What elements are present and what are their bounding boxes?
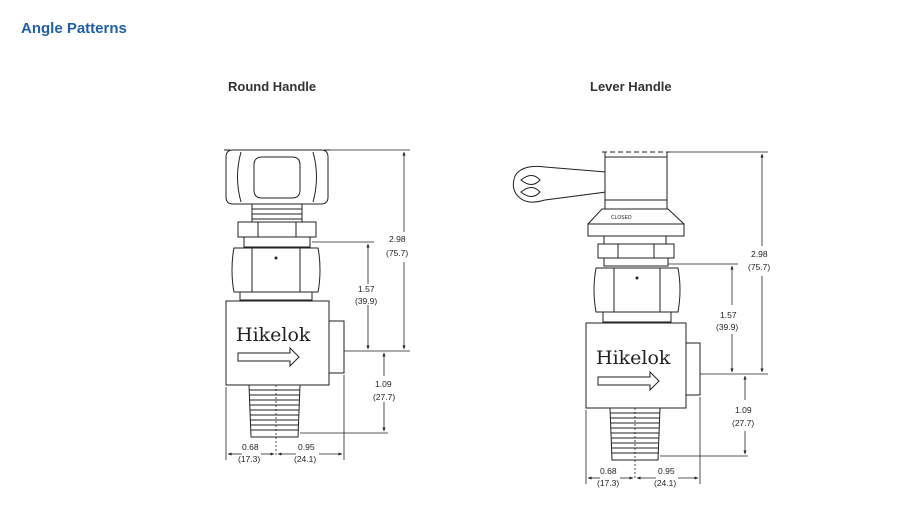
lever-left-in: 0.68 [600,466,617,476]
round-brand-logo: Hikelok [236,324,311,346]
round-port-mm: (27.7) [373,392,395,402]
lever-bonnet-hex [593,267,681,323]
lever-brand-logo: Hikelok [596,347,671,369]
bonnet-hex [231,247,321,301]
round-handle-valve [224,149,345,455]
round-dimension-lines [225,149,410,460]
lever-right-mm: (24.1) [654,478,676,488]
round-stem-in: 1.57 [358,284,375,294]
stem-threads [251,203,303,223]
lever-head [602,151,670,210]
page-title: Angle Patterns [21,20,127,37]
round-left-in: 0.68 [242,442,259,452]
lever-valve-body [585,322,701,409]
lever-arm [512,165,607,203]
lever-stem-in: 1.57 [720,310,737,320]
round-height-mm: (75.7) [386,248,408,258]
lever-dimension-lines [585,151,768,484]
lever-port-mm: (27.7) [732,418,754,428]
bottom-threads [248,384,301,438]
lever-flow-arrow-icon [597,370,660,392]
lever-left-mm: (17.3) [597,478,619,488]
round-port-in: 1.09 [375,379,392,389]
valve-body [225,300,345,386]
round-left-mm: (17.3) [238,454,260,464]
round-handle-title: Round Handle [228,79,317,94]
lever-height-mm: (75.7) [748,262,770,272]
panel-nut [237,221,317,248]
round-right-in: 0.95 [298,442,315,452]
lever-handle-title: Lever Handle [590,79,672,94]
lever-stem-mm: (39.9) [716,322,738,332]
lever-height-in: 2.98 [751,249,768,259]
round-handle-knob [224,149,330,205]
closed-label: CLOSED [611,215,632,221]
lever-right-in: 0.95 [658,466,675,476]
round-stem-mm: (39.9) [355,296,377,306]
lever-handle-valve [512,151,701,480]
lever-skirt [587,208,685,237]
round-right-mm: (24.1) [294,454,316,464]
lever-port-in: 1.09 [735,405,752,415]
flow-arrow-icon [237,346,300,368]
lever-panel-nut [597,235,675,267]
round-height-in: 2.98 [389,234,406,244]
